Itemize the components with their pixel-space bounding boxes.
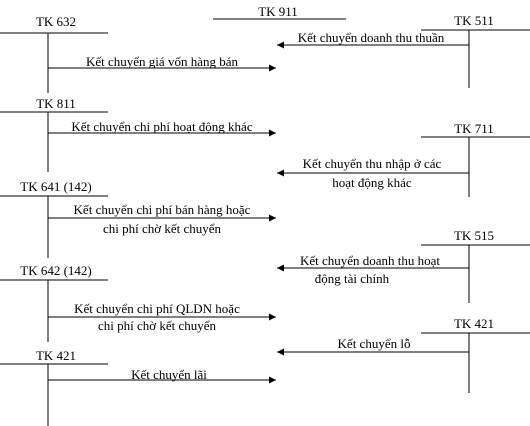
left-account-label: TK 642 (142) bbox=[20, 263, 92, 278]
left-account-tk642: TK 642 (142) Kết chuyển chi phí QLDN hoặ… bbox=[0, 263, 276, 342]
right-account-tk711: TK 711 Kết chuyển thu nhập ở các hoạt độ… bbox=[277, 121, 530, 197]
center-account: TK 911 bbox=[213, 4, 346, 20]
right-account-tk515: TK 515 Kết chuyển doanh thu hoạt động tà… bbox=[277, 228, 530, 303]
right-account-label: TK 711 bbox=[454, 121, 494, 136]
right-account-label: TK 421 bbox=[454, 316, 494, 331]
arrow-label: Kết chuyển lỗ bbox=[338, 336, 411, 351]
right-account-tk511: TK 511 Kết chuyển doanh thu thuần bbox=[277, 13, 530, 88]
left-account-label: TK 421 bbox=[36, 348, 76, 363]
arrow-label-line-2: hoạt động khác bbox=[332, 175, 412, 190]
left-account-tk641: TK 641 (142) Kết chuyển chi phí bán hàng… bbox=[0, 179, 276, 258]
arrow-label-line-2: chi phí chờ kết chuyển bbox=[98, 318, 217, 333]
left-account-label: TK 632 bbox=[36, 14, 76, 29]
left-account-label: TK 641 (142) bbox=[20, 179, 92, 194]
arrow-label: Kết chuyển doanh thu thuần bbox=[298, 30, 445, 45]
center-account-label: TK 911 bbox=[258, 4, 298, 19]
arrow-label-line-1: Kết chuyển chi phí QLDN hoặc bbox=[74, 301, 240, 316]
right-account-label: TK 515 bbox=[454, 228, 494, 243]
left-account-tk632: TK 632 Kết chuyển giá vốn hàng bán bbox=[0, 14, 276, 93]
arrow-label: Kết chuyển giá vốn hàng bán bbox=[86, 54, 238, 69]
arrow-label: Kết chuyển lãi bbox=[131, 367, 207, 382]
arrow-label-line-2: động tài chính bbox=[315, 271, 390, 286]
left-account-label: TK 811 bbox=[36, 96, 76, 111]
arrow-label: Kết chuyển chi phí hoạt động khác bbox=[71, 119, 252, 134]
arrow-label-line-1: Kết chuyển chi phí bán hàng hoặc bbox=[74, 202, 251, 217]
arrow-label-line-2: chi phí chờ kết chuyển bbox=[103, 221, 222, 236]
left-account-tk421: TK 421 Kết chuyển lãi bbox=[0, 348, 276, 426]
right-account-label: TK 511 bbox=[454, 13, 494, 28]
left-account-tk811: TK 811 Kết chuyển chi phí hoạt động khác bbox=[0, 96, 276, 172]
arrow-label-line-1: Kết chuyển thu nhập ở các bbox=[303, 156, 442, 171]
arrow-label-line-1: Kết chuyển doanh thu hoạt bbox=[300, 253, 440, 268]
right-account-tk421: TK 421 Kết chuyển lỗ bbox=[277, 316, 530, 393]
